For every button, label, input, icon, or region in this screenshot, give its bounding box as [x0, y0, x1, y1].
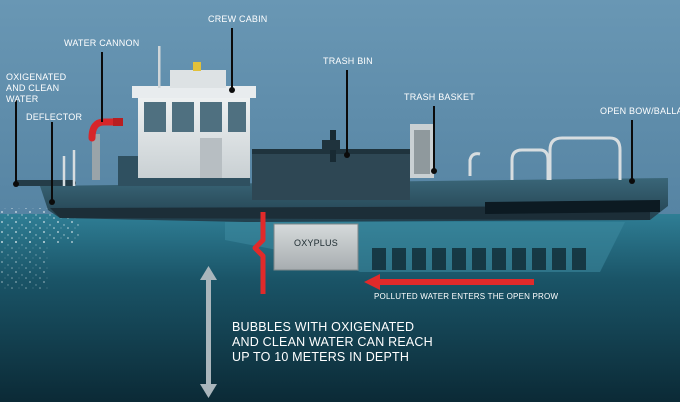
hull-ribs	[372, 248, 586, 270]
cabin-mast-block	[170, 70, 226, 88]
label-polluted-water: POLLUTED WATER ENTERS THE OPEN PROW	[374, 292, 559, 301]
leader-lines	[15, 28, 633, 200]
label-deflector: DEFLECTOR	[26, 112, 83, 122]
foam-2	[0, 240, 48, 290]
deflector-arm	[14, 180, 76, 186]
depth-note-line3: UP TO 10 METERS IN DEPTH	[232, 350, 410, 364]
label-oxygenated-line2: AND CLEAN WATER	[6, 83, 60, 104]
label-open-bow-ballast: OPEN BOW/BALLAST	[600, 106, 680, 116]
depth-arrow	[200, 266, 217, 398]
trash-basket-inner	[414, 130, 430, 174]
water-cannon	[88, 118, 123, 180]
bow-rails	[468, 136, 622, 180]
cabin-door	[200, 138, 222, 178]
crew-cabin-roof	[132, 86, 256, 98]
depth-note-line1: BUBBLES WITH OXIGENATED	[232, 320, 415, 334]
oxyplus-unit	[273, 223, 359, 271]
label-oxygenated-water: OXIGENATED AND CLEAN WATER	[6, 72, 76, 105]
cabin-antenna	[158, 46, 161, 88]
red-outflow	[252, 212, 266, 294]
label-trash-basket: TRASH BASKET	[404, 92, 475, 102]
label-oxyplus: OXYPLUS	[294, 238, 338, 248]
polluted-arrow	[364, 274, 534, 290]
label-crew-cabin: CREW CABIN	[208, 14, 268, 24]
leader-dots	[13, 87, 635, 205]
depth-note-line2: AND CLEAN WATER CAN REACH	[232, 335, 433, 349]
trash-chute-head	[322, 140, 340, 150]
depth-note: BUBBLES WITH OXIGENATED AND CLEAN WATER …	[232, 320, 442, 365]
cabin-windows	[144, 102, 246, 132]
open-bow-slot	[485, 200, 660, 214]
label-oxygenated-line1: OXIGENATED	[6, 72, 67, 82]
cabin-beacon	[193, 62, 201, 71]
label-water-cannon: WATER CANNON	[64, 38, 140, 48]
label-trash-bin: TRASH BIN	[323, 56, 373, 66]
